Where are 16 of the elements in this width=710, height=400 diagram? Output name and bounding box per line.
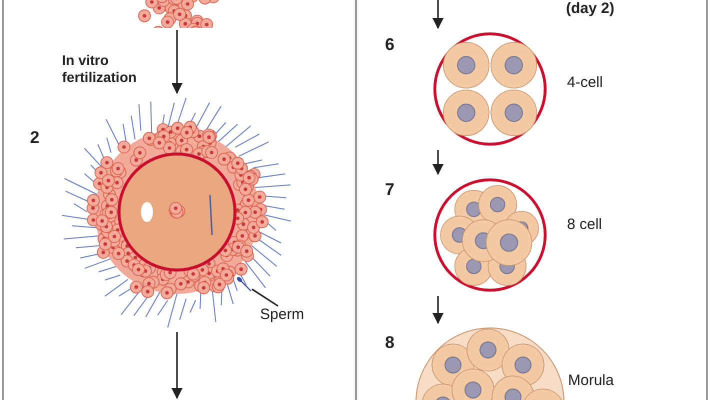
arrow xyxy=(432,0,444,30)
leader-line xyxy=(252,288,278,307)
step-number: 8 xyxy=(385,333,394,353)
stage-label: 8 cell xyxy=(567,216,602,233)
stage-label: 4-cell xyxy=(567,74,603,91)
step-number: 2 xyxy=(30,128,40,148)
stage-label: Morula xyxy=(568,372,614,389)
note-label: (day 2) xyxy=(566,0,614,17)
edge-label: In vitro fertilization xyxy=(62,52,172,86)
arrow xyxy=(171,30,183,94)
part-label: Sperm xyxy=(260,306,304,323)
arrow xyxy=(432,296,444,324)
arrow xyxy=(171,332,183,400)
step-number: 7 xyxy=(385,180,394,200)
step-number: 6 xyxy=(385,35,394,55)
arrow xyxy=(432,150,444,176)
